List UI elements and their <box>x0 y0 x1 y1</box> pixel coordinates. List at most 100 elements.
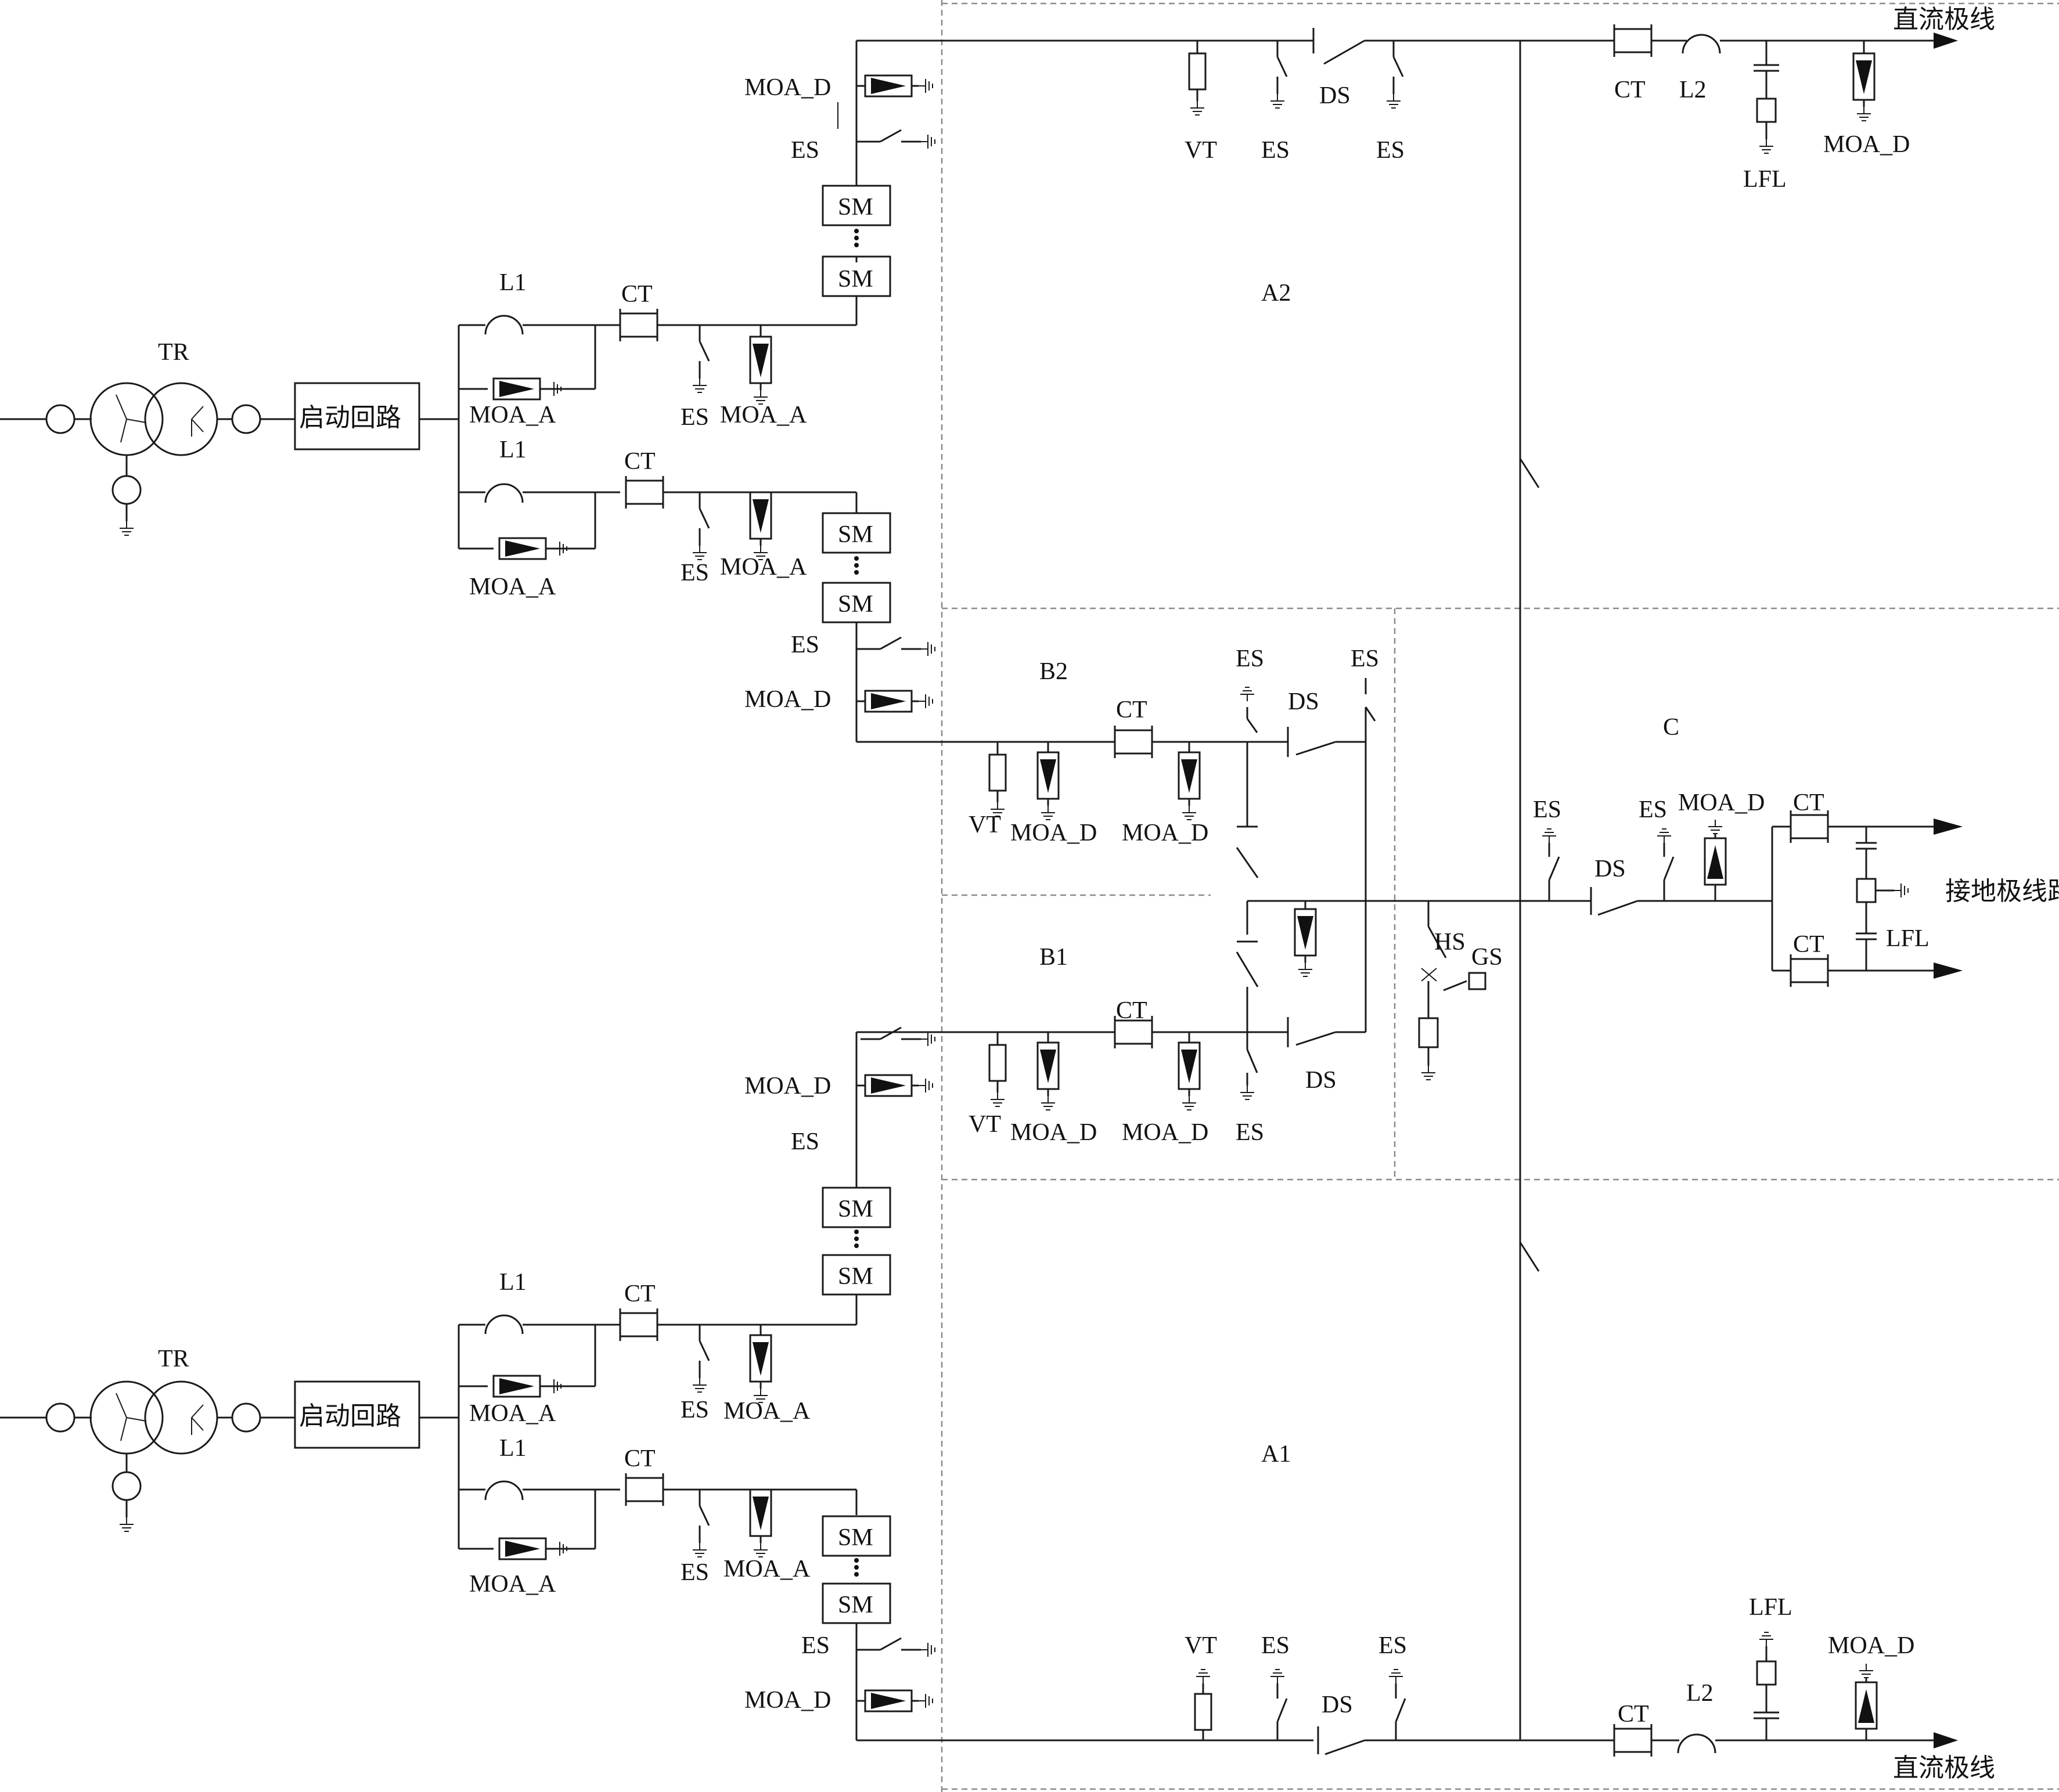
label-VT: VT <box>1185 137 1217 164</box>
bus-break-icon <box>1519 1242 1540 1272</box>
start-circuit-label: 启动回路 <box>299 403 401 432</box>
sm-label: SM <box>838 194 873 221</box>
label-DS: DS <box>1288 688 1319 715</box>
label-ES: ES <box>1236 1119 1264 1146</box>
label-VT: VT <box>969 1111 1001 1138</box>
label-ES: ES <box>1261 137 1290 164</box>
zone-label-C: C <box>1663 714 1679 741</box>
bottom-upper-valve-arm <box>822 1027 935 1300</box>
label-DS: DS <box>1305 1067 1337 1094</box>
label-VT: VT <box>1185 1632 1217 1659</box>
dc-pole-line-label: 直流极线 <box>1893 1753 1995 1783</box>
label-L1: L1 <box>499 1269 527 1296</box>
label-L1: L1 <box>499 1435 527 1462</box>
label-MOA_D: MOA_D <box>744 74 831 101</box>
top-dc-pole-line <box>1189 23 1958 1740</box>
top-ac-side <box>0 325 460 549</box>
start-circuit-label: 启动回路 <box>299 1401 401 1431</box>
transformer-label: TR <box>158 339 189 366</box>
label-ES: ES <box>791 632 819 658</box>
label-DS: DS <box>1319 82 1351 109</box>
bottom-branch-1 <box>459 1295 858 1402</box>
label-CT: CT <box>1793 789 1824 816</box>
top-branch-1 <box>459 255 891 404</box>
start-circuit-box <box>294 1380 420 1449</box>
label-MOA_D: MOA_D <box>1828 1632 1914 1659</box>
label-L2: L2 <box>1686 1680 1714 1707</box>
bus-break-icon <box>1519 458 1540 488</box>
label-MOA_A: MOA_A <box>469 574 556 600</box>
sm-label: SM <box>838 1524 873 1551</box>
label-CT: CT <box>624 448 656 475</box>
top-lower-valve-arm <box>855 622 1115 743</box>
label-MOA_A: MOA_A <box>469 1400 556 1427</box>
label-ES: ES <box>1378 1632 1407 1659</box>
zone-label-A1: A1 <box>1261 1441 1291 1468</box>
label-MOA_D: MOA_D <box>744 686 831 713</box>
label-CT: CT <box>1618 1701 1649 1728</box>
label-ES: ES <box>681 1397 709 1423</box>
label-L1: L1 <box>499 437 527 463</box>
label-MOA_D: MOA_D <box>744 1687 831 1714</box>
label-CT: CT <box>1614 77 1646 103</box>
label-CT: CT <box>624 1281 656 1307</box>
zone-c-equipment <box>1542 809 1963 988</box>
label-ES: ES <box>681 1559 709 1586</box>
label-MOA_A: MOA_A <box>469 402 556 428</box>
sm-label: SM <box>838 1196 873 1223</box>
label-HS: HS <box>1434 929 1466 956</box>
transformer-label: TR <box>158 1346 189 1372</box>
label-CT: CT <box>624 1445 656 1472</box>
transformer-winding-icon <box>144 382 218 456</box>
hs-gs-branch <box>1418 901 1486 1080</box>
label-MOA_A: MOA_A <box>720 402 807 428</box>
transformer-winding-icon <box>144 1380 218 1455</box>
neutral-bus <box>1247 900 1591 976</box>
label-CT: CT <box>1116 697 1147 723</box>
label-ES: ES <box>791 1128 819 1155</box>
label-ES: ES <box>681 560 709 586</box>
label-ES: ES <box>1639 796 1667 823</box>
sm-label: SM <box>838 1592 873 1618</box>
label-DS: DS <box>1594 856 1626 882</box>
label-L2: L2 <box>1679 77 1707 103</box>
label-MOA_D: MOA_D <box>1122 1119 1208 1146</box>
label-MOA_D: MOA_D <box>1010 820 1097 846</box>
label-MOA_A: MOA_A <box>723 1398 811 1425</box>
zone-b2-equipment <box>989 678 1376 901</box>
sm-label: SM <box>838 591 873 618</box>
label-MOA_D: MOA_D <box>1678 789 1765 816</box>
label-MOA_D: MOA_D <box>1122 820 1208 846</box>
sm-label: SM <box>838 521 873 548</box>
bottom-lower-valve-arm <box>855 1623 1313 1741</box>
label-VT: VT <box>969 812 1001 838</box>
bottom-branch-2 <box>459 1472 891 1624</box>
label-ES: ES <box>1236 646 1264 672</box>
label-MOA_A: MOA_A <box>720 554 807 580</box>
label-ES: ES <box>1351 646 1379 672</box>
bottom-ac-side <box>0 1325 460 1549</box>
label-MOA_D: MOA_D <box>744 1073 831 1099</box>
label-ES: ES <box>801 1632 830 1659</box>
zone-b1-equipment <box>855 901 1367 1188</box>
label-ES: ES <box>1261 1632 1290 1659</box>
dc-pole-line-label: 直流极线 <box>1893 5 1995 34</box>
zone-label-B1: B1 <box>1039 944 1068 971</box>
label-MOA_D: MOA_D <box>1823 131 1910 158</box>
label-ES: ES <box>1533 796 1561 823</box>
label-ES: ES <box>1376 137 1405 164</box>
label-GS: GS <box>1471 944 1503 971</box>
label-MOA_A: MOA_A <box>723 1556 811 1582</box>
top-upper-valve-arm <box>822 39 1313 262</box>
label-CT: CT <box>621 281 653 308</box>
zone-label-B2: B2 <box>1039 658 1068 685</box>
label-CT: CT <box>1116 997 1147 1024</box>
top-branch-2 <box>459 475 891 623</box>
bottom-dc-pole-line <box>1194 1632 1958 1758</box>
label-LFL: LFL <box>1743 166 1787 193</box>
label-ES: ES <box>791 137 819 164</box>
zone-borders <box>941 0 2059 1792</box>
label-MOA_D: MOA_D <box>1010 1119 1097 1146</box>
label-LFL: LFL <box>1886 925 1930 952</box>
